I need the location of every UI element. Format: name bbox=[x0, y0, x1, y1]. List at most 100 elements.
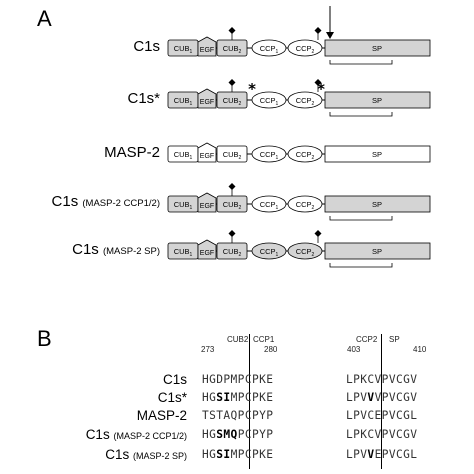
residues: EPVCGL bbox=[374, 448, 418, 461]
residues: TSTAQP bbox=[202, 409, 245, 422]
alignment-label-main: C1s bbox=[105, 447, 130, 462]
panel-b-letter: B bbox=[37, 326, 52, 351]
sp-bracket bbox=[329, 112, 393, 117]
residues: LPKC bbox=[346, 428, 375, 441]
residues: CPKE bbox=[244, 391, 274, 404]
ccp1-label: CCP1 bbox=[260, 247, 279, 258]
residues: LPV bbox=[346, 391, 368, 404]
junction-ccp1: CCP1 bbox=[253, 335, 275, 344]
ccp1-domain bbox=[251, 145, 287, 163]
ccp1-domain bbox=[251, 242, 287, 260]
residues: CPYP bbox=[244, 428, 274, 441]
mutated-residues: V bbox=[367, 448, 375, 461]
cub1-label: CUB1 bbox=[174, 44, 193, 55]
ccp2-domain bbox=[287, 195, 323, 213]
alignment-label-main: C1s bbox=[85, 427, 110, 442]
glycan-diamond bbox=[228, 27, 236, 34]
sp-label: SP bbox=[372, 150, 382, 159]
pos-280: 280 bbox=[264, 345, 278, 354]
sequence-cub2-ccp1: HGSIMPCPKE bbox=[202, 391, 273, 404]
row-label-subscript: (MASP-2 SP) bbox=[102, 246, 160, 257]
residues: LPV bbox=[346, 448, 368, 461]
cub2-label: CUB2 bbox=[223, 247, 242, 258]
sequence-ccp2-sp: LPVVVPVCGV bbox=[346, 391, 417, 404]
row-label-c1s-masp2-ccp: C1s (MASP-2 CCP1/2) bbox=[30, 193, 160, 210]
cub2-label: CUB2 bbox=[223, 44, 242, 55]
junction-sp: SP bbox=[389, 335, 400, 344]
alignment-row-label: C1s* bbox=[42, 390, 187, 405]
sp-domain bbox=[324, 145, 431, 163]
pos-403: 403 bbox=[347, 345, 361, 354]
sequence-ccp2-sp: LPVVEPVCGL bbox=[346, 448, 417, 461]
cub1-label: CUB1 bbox=[174, 96, 193, 107]
alignment-label-main: C1s bbox=[162, 372, 187, 387]
sequence-cub2-ccp1: HGSIMPCPKE bbox=[202, 448, 273, 461]
residues: HG bbox=[202, 448, 217, 461]
egf-domain bbox=[197, 36, 217, 57]
residues: HGDPMP bbox=[202, 373, 245, 386]
residues: LPVC bbox=[346, 409, 375, 422]
alignment-label-main: C1s* bbox=[157, 390, 187, 405]
junction-ccp2: CCP2 bbox=[356, 335, 378, 344]
row-label-c1s-star: C1s* bbox=[30, 90, 160, 107]
ccp2-label: CCP2 bbox=[296, 247, 315, 258]
residues: MP bbox=[230, 391, 245, 404]
sp-domain bbox=[324, 242, 431, 260]
ccp1-domain bbox=[251, 91, 287, 109]
sp-label: SP bbox=[372, 44, 382, 53]
sequence-cub2-ccp1: HGDPMPCPKE bbox=[202, 373, 273, 386]
glycan-diamond bbox=[228, 79, 236, 86]
glycan-diamond bbox=[228, 230, 236, 237]
residues: CPYP bbox=[244, 409, 274, 422]
residues: MP bbox=[230, 448, 245, 461]
ccp1-label: CCP1 bbox=[260, 44, 279, 55]
junction-line-right bbox=[381, 334, 382, 469]
ccp1-label: CCP1 bbox=[260, 96, 279, 107]
ccp2-label: CCP2 bbox=[296, 150, 315, 161]
alignment-label-subscript: (MASP-2 CCP1/2) bbox=[113, 431, 187, 441]
egf-label: EGF bbox=[200, 153, 214, 160]
sequence-ccp2-sp: LPVCEPVCGL bbox=[346, 409, 417, 422]
ccp2-label: CCP2 bbox=[296, 200, 315, 211]
junction-cub2: CUB2 bbox=[227, 335, 249, 344]
sp-bracket bbox=[329, 60, 393, 65]
glycan-diamond bbox=[314, 79, 322, 86]
mutated-residues: SI bbox=[216, 448, 231, 461]
ccp1-label: CCP1 bbox=[260, 200, 279, 211]
ccp2-domain bbox=[287, 39, 323, 57]
residues: HG bbox=[202, 391, 217, 404]
egf-domain bbox=[197, 239, 217, 260]
sequence-ccp2-sp: LPKCVPVCGV bbox=[346, 428, 417, 441]
ccp1-domain bbox=[251, 195, 287, 213]
residues: VPVCGV bbox=[374, 391, 418, 404]
mutated-residues: V bbox=[367, 391, 375, 404]
ccp2-label: CCP2 bbox=[296, 96, 315, 107]
panel-a-letter: A bbox=[37, 6, 52, 31]
row-label-c1s: C1s bbox=[30, 38, 160, 55]
residues: HG bbox=[202, 428, 217, 441]
residues: VPVCGV bbox=[374, 428, 418, 441]
alignment-label-subscript: (MASP-2 SP) bbox=[132, 451, 187, 461]
cub1-label: CUB1 bbox=[174, 247, 193, 258]
glycan-diamond bbox=[314, 230, 322, 237]
row-label-subscript: (MASP-2 CCP1/2) bbox=[82, 198, 160, 209]
cleavage-arrowhead bbox=[326, 32, 334, 39]
row-label-main: C1s bbox=[72, 241, 99, 258]
alignment-row-label: MASP-2 bbox=[42, 408, 187, 423]
residues: VPVCGV bbox=[374, 373, 418, 386]
row-label-main: C1s bbox=[133, 38, 160, 55]
row-label-masp2: MASP-2 bbox=[30, 144, 160, 161]
residues: CPKE bbox=[244, 448, 274, 461]
ccp1-label: CCP1 bbox=[260, 150, 279, 161]
alignment-row-label: C1s bbox=[42, 372, 187, 387]
residues: CPKE bbox=[244, 373, 274, 386]
cub2-label: CUB2 bbox=[223, 96, 242, 107]
residues: LPKC bbox=[346, 373, 375, 386]
sp-label: SP bbox=[372, 96, 382, 105]
ccp2-domain bbox=[287, 91, 323, 109]
ccp2-label: CCP2 bbox=[296, 44, 315, 55]
ccp1-domain bbox=[251, 39, 287, 57]
cub1-label: CUB1 bbox=[174, 200, 193, 211]
cub1-label: CUB1 bbox=[174, 150, 193, 161]
